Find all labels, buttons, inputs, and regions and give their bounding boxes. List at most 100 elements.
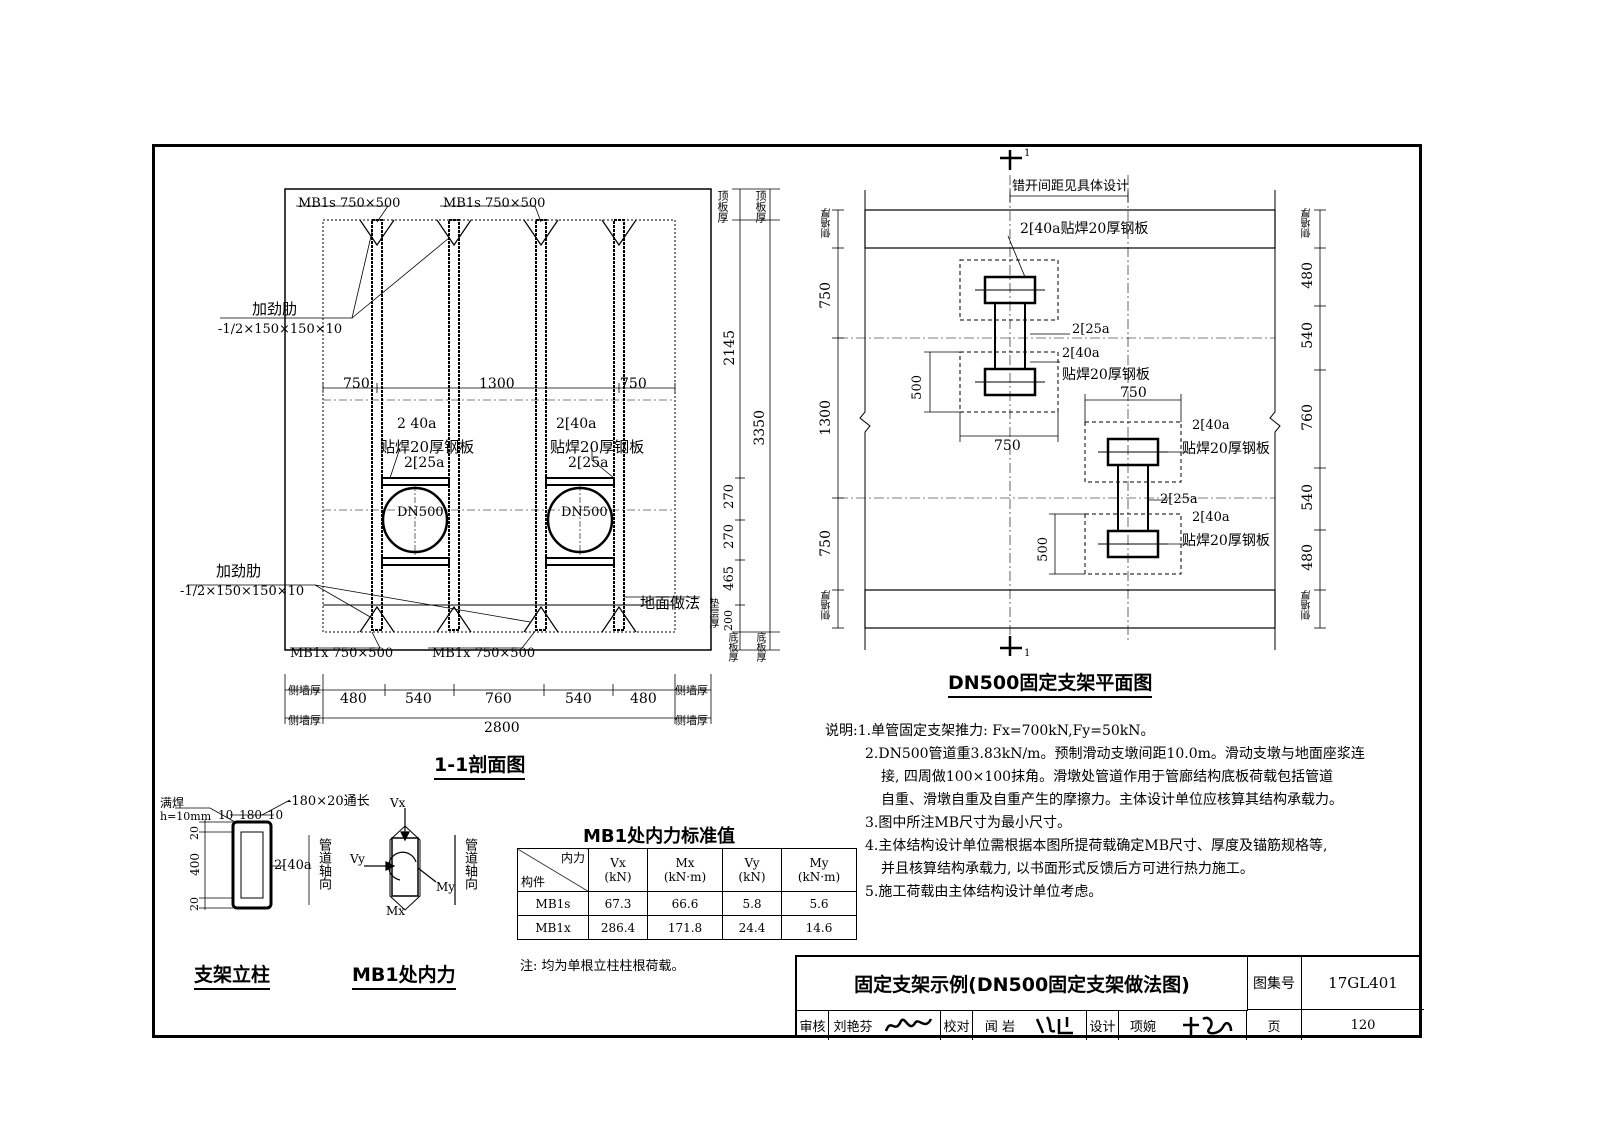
table-corner-bottom: 构件 (521, 875, 546, 889)
weld-label: 满焊 (160, 796, 185, 810)
header-unit: (kN) (604, 870, 632, 884)
table-cell: 5.6 (781, 891, 857, 916)
top-plate-right: 顶板厚 (754, 190, 767, 223)
stiffener-bottom-spec: -1/2×150×150×10 (180, 584, 305, 599)
force-vx: Vx (390, 796, 406, 810)
table-header-cell: Vx(kN) (588, 848, 648, 892)
header-unit: (kN) (738, 870, 766, 884)
support-column (371, 219, 625, 631)
table-corner-cell: 内力 构件 (517, 848, 589, 892)
section-mark-bottom: 1 (1024, 648, 1031, 659)
header-unit: (kN·m) (797, 870, 841, 884)
column-detail-title: 支架立柱 (194, 960, 271, 990)
checker-name: 闻 岩 (984, 1019, 1016, 1035)
force-table: 内力 构件 Vx(kN) Mx(kN·m) Vy(kN) My(kN·m) MB… (517, 848, 857, 940)
plan-top-label: 2[40a贴焊20厚钢板 (1020, 221, 1149, 237)
reviewer-name: 刘艳芬 (833, 1019, 873, 1035)
bottom-dim-540a: 540 (405, 691, 432, 707)
header-name: My (809, 856, 829, 870)
checker-signature (1027, 1010, 1087, 1040)
cross-beam (381, 477, 615, 566)
ground-label: 地面做法 (640, 594, 701, 612)
review-label: 审核 (797, 1010, 829, 1040)
table-cell: 67.3 (588, 891, 648, 916)
left-col-label-1: 2 40a (397, 416, 437, 432)
plan-mid-label-1: 2[25a (1072, 322, 1110, 337)
mb1x-label-left: MB1x 750×500 (290, 646, 394, 661)
table-row: MB1x 286.4 171.8 24.4 14.6 (517, 915, 857, 940)
plan-dim-750-b: 750 (1120, 385, 1147, 401)
bottom-dim-540b: 540 (565, 691, 592, 707)
mb1s-label-left: MB1s 750×500 (298, 196, 401, 211)
check-label: 校对 (941, 1010, 973, 1040)
plan-right-label-1: 2[40a (1192, 418, 1230, 433)
wall-right: 侧墙厚 (675, 714, 708, 727)
section-mark-top: 1 (1024, 148, 1031, 159)
force-detail-title: MB1处内力 (352, 960, 456, 990)
atlas-number: 17GL401 (1302, 957, 1424, 1010)
reviewer-signature (877, 1010, 941, 1040)
pipe-left-label: DN500 (397, 505, 444, 520)
note-row-1: 说明:1.单管固定支架推力: Fx=700kN,Fy=50kN。 (825, 720, 1405, 743)
force-axis-label: 管道轴向 (462, 838, 477, 890)
left-col-label-2: 贴焊20厚钢板 (380, 438, 475, 456)
table-header-row: 内力 构件 Vx(kN) Mx(kN·m) Vy(kN) My(kN·m) (517, 848, 857, 892)
notes: 说明:1.单管固定支架推力: Fx=700kN,Fy=50kN。 2.DN500… (825, 720, 1405, 904)
table-header-cell: Vy(kN) (722, 848, 782, 892)
table-header-cell: Mx(kN·m) (647, 848, 723, 892)
table-cell: 24.4 (722, 915, 782, 940)
force-mx: Mx (386, 904, 406, 918)
notes-lead: 说明: (825, 723, 858, 739)
right-dim-bottom-plate: 底板厚 (726, 632, 737, 662)
drawing-title: 固定支架示例(DN500固定支架做法图) (797, 957, 1248, 1011)
note-item: 1.单管固定支架推力: Fx=700kN,Fy=50kN。 (857, 723, 1155, 739)
mb1s-label-right: MB1s 750×500 (443, 196, 546, 211)
dim-2800: 2800 (484, 720, 520, 736)
note-item: 并且核算结构承载力, 以书面形式反馈后方可进行热力施工。 (881, 861, 1254, 877)
stiffener-bottom-label: 加劲肋 (216, 562, 262, 580)
plan-right-label-4: 2[40a (1192, 510, 1230, 525)
note-item: 5.施工荷载由主体结构设计单位考虑。 (865, 884, 1103, 900)
plan-mid-label-2: 2[40a (1062, 346, 1100, 361)
bottom-dim-760: 760 (485, 691, 512, 707)
stiffener-top-label: 加劲肋 (252, 300, 298, 318)
note-item: 2.DN500管道重3.83kN/m。预制滑动支墩间距10.0m。滑动支墩与地面… (865, 746, 1365, 762)
section-title: 1-1剖面图 (434, 750, 526, 780)
header-name: Vy (744, 856, 760, 870)
dim-750-right: 750 (620, 376, 647, 392)
drawing-frame (152, 144, 1422, 1038)
plan-title: DN500固定支架平面图 (948, 668, 1153, 698)
table-cell: 171.8 (647, 915, 723, 940)
force-vy: Vy (350, 852, 365, 866)
table-cell: 14.6 (781, 915, 857, 940)
right-col-label-1: 2[40a (556, 416, 597, 432)
force-table-title: MB1处内力标准值 (583, 826, 736, 847)
plan-right-label-5: 贴焊20厚钢板 (1182, 533, 1270, 549)
header-name: Mx (675, 856, 695, 870)
mb1x-label-right: MB1x 750×500 (432, 646, 536, 661)
header-unit: (kN·m) (663, 870, 707, 884)
left-col-label-3: 2[25a (404, 455, 445, 471)
plan-right-label-3: 2[25a (1160, 492, 1198, 507)
column-channel-label: 2[40a (274, 858, 312, 873)
dim-1300: 1300 (479, 376, 515, 392)
table-corner-top: 内力 (560, 851, 585, 865)
note-item: 3.图中所注MB尺寸为最小尺寸。 (865, 815, 1071, 831)
right-dim-top-plate: 顶板厚 (716, 190, 729, 223)
column-axis-label: 管道轴向 (316, 838, 331, 890)
row-name: MB1s (517, 891, 589, 916)
table-row: MB1s 67.3 66.6 5.8 5.6 (517, 891, 857, 916)
pipe-right-label: DN500 (561, 505, 608, 520)
bottom-dim-480b: 480 (630, 691, 657, 707)
page-label: 页 (1247, 1010, 1302, 1040)
note-item: 接, 四周做100×100抹角。滑墩处管道作用于管廊结构底板荷载包括管道 (881, 769, 1334, 785)
column-top-dims: 10 180 10 (218, 808, 284, 822)
force-my: My (436, 880, 456, 894)
bottom-plate-right: 底板厚 (754, 632, 765, 662)
plan-right-label-2: 贴焊20厚钢板 (1182, 441, 1270, 457)
right-col-label-2: 贴焊20厚钢板 (550, 438, 645, 456)
offset-note: 错开间距见具体设计 (1012, 179, 1130, 194)
